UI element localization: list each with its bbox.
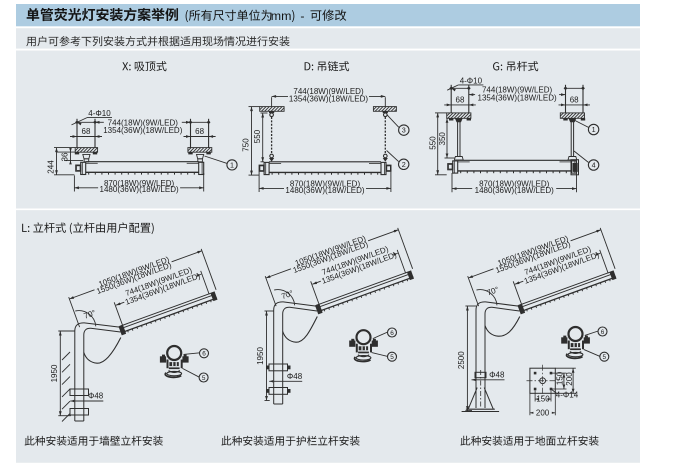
svg-text:36: 36 xyxy=(61,152,70,161)
svg-text:1480(36W)(18W/LED): 1480(36W)(18W/LED) xyxy=(475,186,554,195)
svg-text:200: 200 xyxy=(565,372,574,386)
svg-text:Φ48: Φ48 xyxy=(489,371,505,380)
svg-text:4-Φ10: 4-Φ10 xyxy=(88,109,111,118)
svg-text:5: 5 xyxy=(603,354,607,361)
svg-text:150: 150 xyxy=(555,371,564,385)
svg-text:68: 68 xyxy=(82,127,91,136)
svg-text:1950: 1950 xyxy=(256,347,265,365)
svg-text:550: 550 xyxy=(428,136,437,150)
svg-text:68: 68 xyxy=(570,96,579,105)
svg-text:1480(36W)(18W/LED): 1480(36W)(18W/LED) xyxy=(100,185,179,194)
svg-text:200: 200 xyxy=(536,408,550,417)
svg-text:68: 68 xyxy=(195,127,204,136)
svg-text:1480(36W)(18W/LED): 1480(36W)(18W/LED) xyxy=(285,186,364,195)
svg-text:2: 2 xyxy=(402,160,406,169)
svg-text:1354(36W)(18W/LED): 1354(36W)(18W/LED) xyxy=(478,94,557,103)
svg-text:6: 6 xyxy=(202,351,206,358)
svg-text:1: 1 xyxy=(592,125,596,134)
svg-text:-: - xyxy=(300,9,304,23)
svg-text:150: 150 xyxy=(536,395,550,404)
svg-text:1354(36W)(18W/LED): 1354(36W)(18W/LED) xyxy=(289,94,368,103)
svg-text:4: 4 xyxy=(592,161,596,170)
svg-text:1354(36W)(18W/LED): 1354(36W)(18W/LED) xyxy=(103,126,182,135)
svg-text:4-Φ10: 4-Φ10 xyxy=(460,76,483,85)
svg-text:1950: 1950 xyxy=(50,364,59,382)
svg-text:Φ48: Φ48 xyxy=(88,392,104,401)
svg-text:6: 6 xyxy=(390,330,394,337)
svg-text:68: 68 xyxy=(456,96,465,105)
svg-text:Φ48: Φ48 xyxy=(287,372,303,381)
svg-text:1: 1 xyxy=(230,161,234,170)
svg-text:244: 244 xyxy=(47,160,56,174)
svg-text:5: 5 xyxy=(390,354,394,361)
svg-text:2500: 2500 xyxy=(457,351,466,369)
svg-text:350: 350 xyxy=(438,132,447,146)
svg-text:5: 5 xyxy=(202,375,206,382)
svg-text:3: 3 xyxy=(402,126,406,135)
svg-text:6: 6 xyxy=(601,329,605,336)
svg-text:4-Φ14: 4-Φ14 xyxy=(556,390,579,399)
svg-text:750: 750 xyxy=(242,138,251,152)
svg-text:mm: mm xyxy=(271,9,292,23)
svg-text:550: 550 xyxy=(253,129,262,143)
